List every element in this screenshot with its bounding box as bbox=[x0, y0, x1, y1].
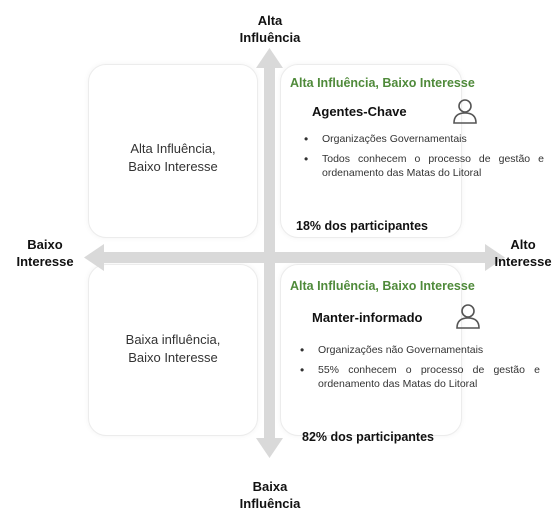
axis-label-right-line2: Interesse bbox=[494, 254, 552, 269]
quadrant-bottom-left-box bbox=[88, 264, 258, 436]
axis-label-bottom-line1: Baixa bbox=[252, 479, 288, 494]
vertical-axis-arrow-down bbox=[256, 438, 283, 458]
manter-informado-bullets: Organizações não Governamentais 55% conh… bbox=[296, 343, 540, 397]
quadrant-top-left-box bbox=[88, 64, 258, 238]
axis-label-bottom: Baixa Influência bbox=[230, 478, 310, 512]
axis-label-right-line1: Alto bbox=[510, 237, 536, 252]
agentes-chave-title: Agentes-Chave bbox=[312, 104, 407, 119]
agentes-chave-summary: 18% dos participantes bbox=[296, 219, 428, 233]
axis-label-left: Baixo Interesse bbox=[0, 236, 90, 270]
quadrant-top-right-box bbox=[280, 64, 462, 238]
person-icon bbox=[453, 99, 477, 124]
manter-informado-bullet: 55% conhecem o processo de gestão e orde… bbox=[296, 363, 540, 391]
quadrant-bottom-left-line1: Baixa influência, bbox=[125, 332, 221, 347]
axis-label-bottom-line2: Influência bbox=[239, 496, 301, 511]
agentes-chave-bullets: Organizações Governamentais Todos conhec… bbox=[300, 132, 544, 186]
axis-label-top-line2: Influência bbox=[239, 30, 301, 45]
manter-informado-summary: 82% dos participantes bbox=[302, 430, 434, 444]
axis-label-top-line1: Alta bbox=[257, 13, 283, 28]
vertical-axis-arrow-up bbox=[256, 48, 283, 68]
axis-label-left-line1: Baixo bbox=[27, 237, 63, 252]
axis-label-top: Alta Influência bbox=[230, 12, 310, 46]
horizontal-axis-arrow-left bbox=[84, 244, 104, 271]
axis-label-right: Alto Interesse bbox=[488, 236, 558, 270]
agentes-chave-bullet: Todos conhecem o processo de gestão e or… bbox=[300, 152, 544, 180]
person-icon bbox=[456, 304, 480, 329]
quadrant-top-left-line1: Alta Influência, bbox=[130, 141, 216, 156]
quadrant-top-right-heading: Alta Influência, Baixo Interesse bbox=[290, 76, 475, 90]
manter-informado-bullet: Organizações não Governamentais bbox=[296, 343, 540, 357]
horizontal-axis-line bbox=[100, 252, 490, 263]
quadrant-top-left-label: Alta Influência, Baixo Interesse bbox=[98, 140, 248, 176]
quadrant-bottom-left-line2: Baixo Interesse bbox=[128, 350, 218, 365]
horizontal-axis-arrow-right bbox=[485, 244, 505, 271]
agentes-chave-bullet: Organizações Governamentais bbox=[300, 132, 544, 146]
quadrant-bottom-left-label: Baixa influência, Baixo Interesse bbox=[98, 331, 248, 367]
axis-label-left-line2: Interesse bbox=[16, 254, 74, 269]
manter-informado-title: Manter-informado bbox=[312, 310, 423, 325]
quadrant-bottom-right-heading: Alta Influência, Baixo Interesse bbox=[290, 279, 475, 293]
quadrant-top-left-line2: Baixo Interesse bbox=[128, 159, 218, 174]
